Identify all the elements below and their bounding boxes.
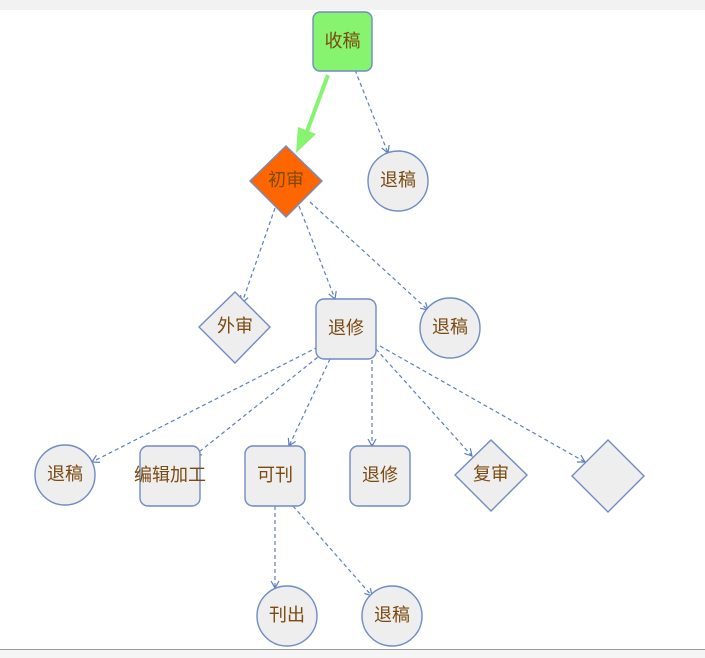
node-first-review[interactable]: 初审 (249, 145, 323, 218)
edge-first-review-external (239, 207, 276, 305)
node-re-review[interactable]: 复审 (454, 439, 528, 512)
node-reject-top[interactable]: 退稿 (367, 150, 429, 212)
node-label: 外审 (217, 316, 253, 337)
node-label: 退修 (362, 465, 398, 486)
node-label: 退修 (328, 318, 364, 339)
node-label: 编辑加工 (134, 465, 206, 486)
edge-revise-editing (193, 352, 324, 457)
node-label: 退稿 (47, 464, 83, 485)
edge-revise-blank (379, 345, 587, 463)
node-label: 初审 (268, 170, 304, 191)
node-label: 复审 (473, 464, 509, 485)
edge-revise-accept (287, 358, 331, 448)
node-reject-left[interactable]: 退稿 (34, 444, 96, 506)
bottom-scroll-strip (0, 649, 705, 658)
edge-receive-reject (354, 69, 390, 155)
top-toolbar-strip (0, 0, 705, 10)
edge-revise-reject (90, 346, 319, 463)
node-label: 可刊 (257, 465, 293, 486)
edge-revise-re-review (375, 348, 473, 457)
node-label: 刊出 (269, 605, 305, 626)
node-receive[interactable]: 收稿 (312, 11, 373, 72)
edge-accept-reject (292, 505, 373, 597)
node-publish[interactable]: 刊出 (256, 585, 318, 647)
node-revise-bottom[interactable]: 退修 (349, 445, 411, 507)
node-reject-bottom[interactable]: 退稿 (361, 585, 423, 647)
node-blank-decision[interactable] (571, 439, 645, 513)
node-label: 收稿 (325, 31, 361, 52)
edge-first-review-reject (309, 201, 429, 311)
node-editing[interactable]: 编辑加工 (134, 445, 206, 507)
node-external-review[interactable]: 外审 (198, 291, 271, 364)
node-accept[interactable]: 可刊 (244, 445, 306, 507)
node-reject-right[interactable]: 退稿 (419, 297, 481, 359)
node-label: 退稿 (374, 605, 410, 626)
edge-first-review-revise (298, 205, 337, 301)
node-label: 退稿 (432, 317, 468, 338)
edge-receive-first-review (296, 74, 330, 153)
node-revise-mid[interactable]: 退修 (315, 298, 377, 360)
node-label: 退稿 (380, 170, 416, 191)
